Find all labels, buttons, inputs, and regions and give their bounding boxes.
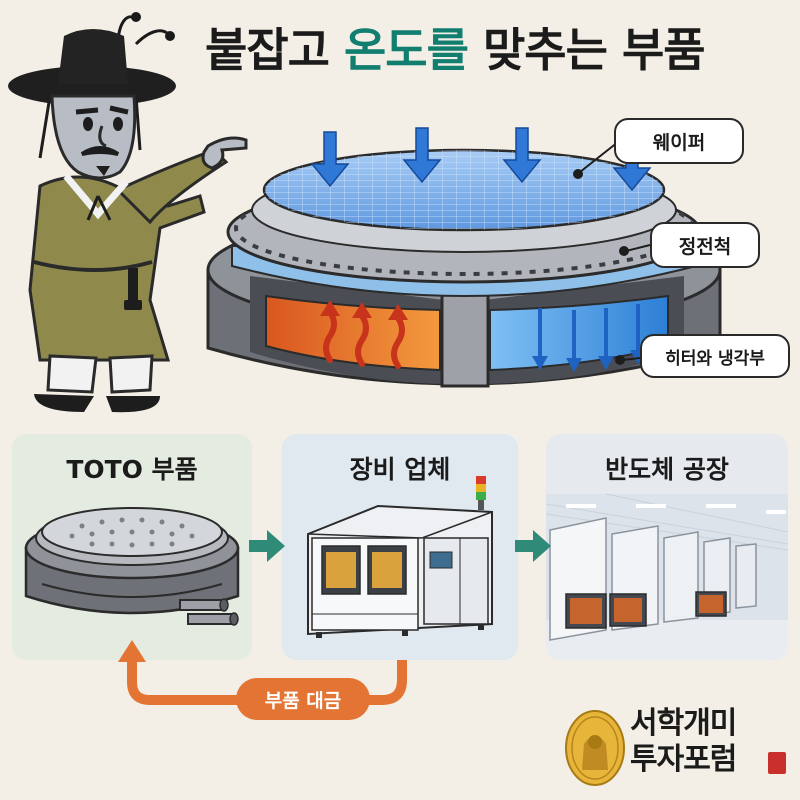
brand-seal-stamp: [768, 752, 786, 774]
brand-line-2: 투자포럼: [630, 742, 737, 777]
panel-title-equipment: 장비 업체: [349, 455, 451, 484]
cleanroom-illustration: [546, 493, 788, 660]
title-part-2-accent: 온도를: [343, 23, 469, 77]
panel-title-fab: 반도체 공장: [605, 455, 729, 484]
panel-title-toto: TOTO 부품: [66, 455, 198, 484]
panel-equipment-maker: 장비 업체: [282, 434, 518, 660]
payment-label: 부품 대금: [236, 678, 370, 720]
arrow-toto-to-equipment: [249, 530, 285, 562]
brand-coin-logo: [565, 710, 625, 786]
chuck-part-illustration: [24, 507, 240, 626]
chuck-cross-section-diagram: [206, 127, 722, 388]
callout-wafer: 웨이퍼: [614, 118, 744, 164]
brand-name: 서학개미 투자포럼: [630, 706, 760, 778]
cool-arrows: [538, 304, 640, 360]
panel-toto-part: TOTO 부품: [12, 434, 252, 660]
brand-line-1: 서학개미: [630, 706, 737, 741]
arrow-equipment-to-fab: [515, 530, 551, 562]
heat-arrows: [323, 309, 405, 369]
title-part-3: 맞추는 부품: [467, 23, 706, 77]
callout-heater-cooler: 히터와 냉각부: [640, 334, 790, 378]
joseon-scholar-character: [8, 12, 248, 413]
callout-electrostatic-chuck: 정전척: [650, 222, 760, 268]
semiconductor-equipment-illustration: [307, 476, 493, 638]
panel-semiconductor-fab: 반도체 공장: [546, 434, 788, 660]
title-part-1: 붙잡고: [205, 23, 344, 77]
page-title: 붙잡고 온도를 맞추는 부품: [205, 14, 785, 77]
